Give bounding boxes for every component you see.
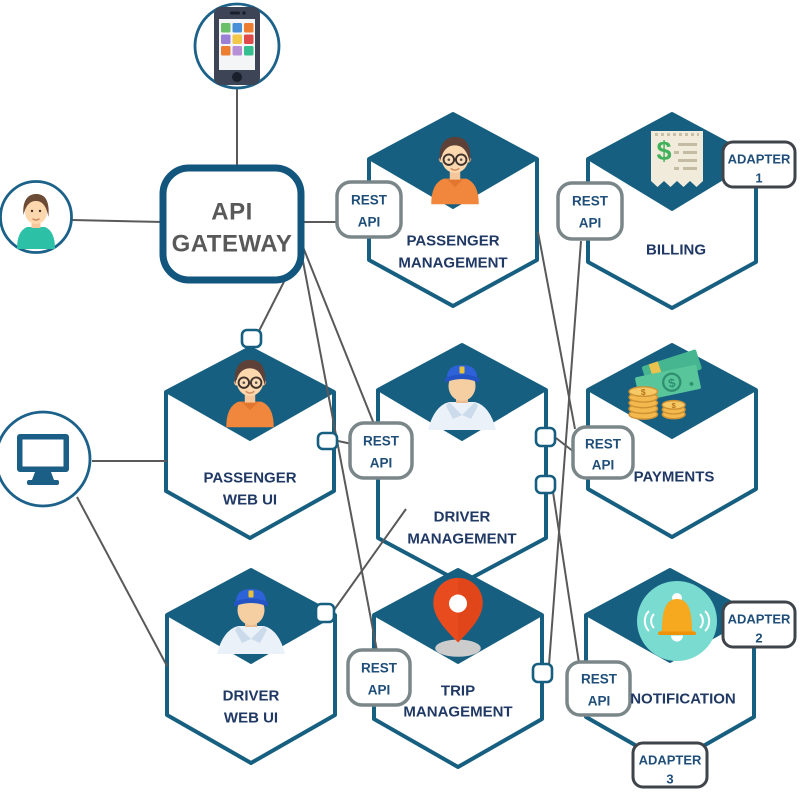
passenger-user-icon xyxy=(0,180,73,254)
label-notification: NOTIFICATION xyxy=(630,691,736,708)
rest-api-text: API xyxy=(588,694,611,709)
label-passenger-web-ui-line2: WEB UI xyxy=(223,492,277,509)
label-driver-web-ui-line2: WEB UI xyxy=(224,710,278,727)
connector-line-driver-web-ui-driver-mgmt xyxy=(333,508,407,611)
smartphone-icon xyxy=(193,2,281,90)
adapter-2-badge: ADAPTER 2 xyxy=(721,600,797,649)
label-passenger-management-line2: MANAGEMENT xyxy=(398,255,507,272)
port-connector-driver-management-lower xyxy=(534,474,557,495)
connector-line-monitor-driver-web-ui xyxy=(76,496,168,667)
rest-api-badge-billing: REST API xyxy=(556,181,624,241)
desktop-monitor-icon xyxy=(0,410,92,508)
connector-line-driver-mgmt-rest-payments xyxy=(555,437,575,453)
service-hexagon-trip-management xyxy=(372,568,544,769)
adapter-text: ADAPTER xyxy=(728,152,791,167)
rest-api-text: API xyxy=(579,216,602,231)
billing-receipt-icon xyxy=(649,129,705,189)
port-connector-driver-web-ui xyxy=(314,602,336,624)
service-hexagon-passenger-web-ui xyxy=(164,346,336,540)
port-connector-passenger-web-ui-right xyxy=(316,431,339,451)
label-driver-management-line1: DRIVER xyxy=(434,509,491,526)
api-gateway-label-line1: API xyxy=(211,199,253,226)
rest-api-text: REST xyxy=(351,193,388,208)
notification-bell-icon xyxy=(636,580,718,662)
label-driver-web-ui-line1: DRIVER xyxy=(223,688,280,705)
rest-api-text: REST xyxy=(585,437,622,452)
connector-line-user-gateway xyxy=(71,219,165,223)
connector-line-driver-mgmt-rest-notification xyxy=(552,491,580,664)
adapter-text: 1 xyxy=(755,171,762,186)
port-connector-trip-management xyxy=(531,662,554,684)
rest-api-text: API xyxy=(358,215,381,230)
connector-line-gateway-rest-driver-mgmt xyxy=(296,231,375,425)
rest-api-badge-trip-management: REST API xyxy=(346,648,412,707)
label-passenger-web-ui-line1: PASSENGER xyxy=(203,470,296,487)
rest-api-text: API xyxy=(370,456,393,471)
label-trip-management-line1: TRIP xyxy=(441,683,475,700)
rest-api-badge-notification: REST API xyxy=(565,660,632,717)
connector-line-rest-billing-trip-mgmt xyxy=(548,240,582,666)
rest-api-text: REST xyxy=(572,194,609,209)
adapter-text: 3 xyxy=(666,772,673,787)
rest-api-badge-passenger-management: REST API xyxy=(335,180,403,239)
adapter-text: ADAPTER xyxy=(639,753,702,768)
rest-api-badge-driver-management: REST API xyxy=(348,421,414,480)
adapter-1-badge: ADAPTER 1 xyxy=(721,140,797,189)
service-hexagon-passenger-management xyxy=(367,112,539,308)
api-gateway-label-line2: GATEWAY xyxy=(172,231,293,258)
rest-api-text: REST xyxy=(361,661,398,676)
adapter-text: ADAPTER xyxy=(728,612,791,627)
api-gateway-node: API GATEWAY xyxy=(159,164,305,284)
label-trip-management-line2: MANAGEMENT xyxy=(403,704,512,721)
rest-api-text: API xyxy=(368,683,391,698)
adapter-text: 2 xyxy=(755,631,762,646)
port-connector-driver-management-upper xyxy=(534,426,557,448)
label-payments: PAYMENTS xyxy=(634,469,715,486)
trip-location-pin-icon xyxy=(433,577,483,657)
adapter-3-badge: ADAPTER 3 xyxy=(631,741,709,789)
label-billing: BILLING xyxy=(646,242,706,259)
port-connector-passenger-web-ui-top xyxy=(240,328,263,349)
service-hexagon-driver-web-ui xyxy=(165,568,337,765)
rest-api-text: REST xyxy=(363,434,400,449)
label-driver-management-line2: MANAGEMENT xyxy=(407,531,516,548)
service-hexagon-payments xyxy=(586,343,758,539)
label-passenger-management-line1: PASSENGER xyxy=(406,233,499,250)
rest-api-text: REST xyxy=(581,672,618,687)
rest-api-badge-payments: REST API xyxy=(571,425,635,480)
rest-api-text: API xyxy=(592,458,615,473)
